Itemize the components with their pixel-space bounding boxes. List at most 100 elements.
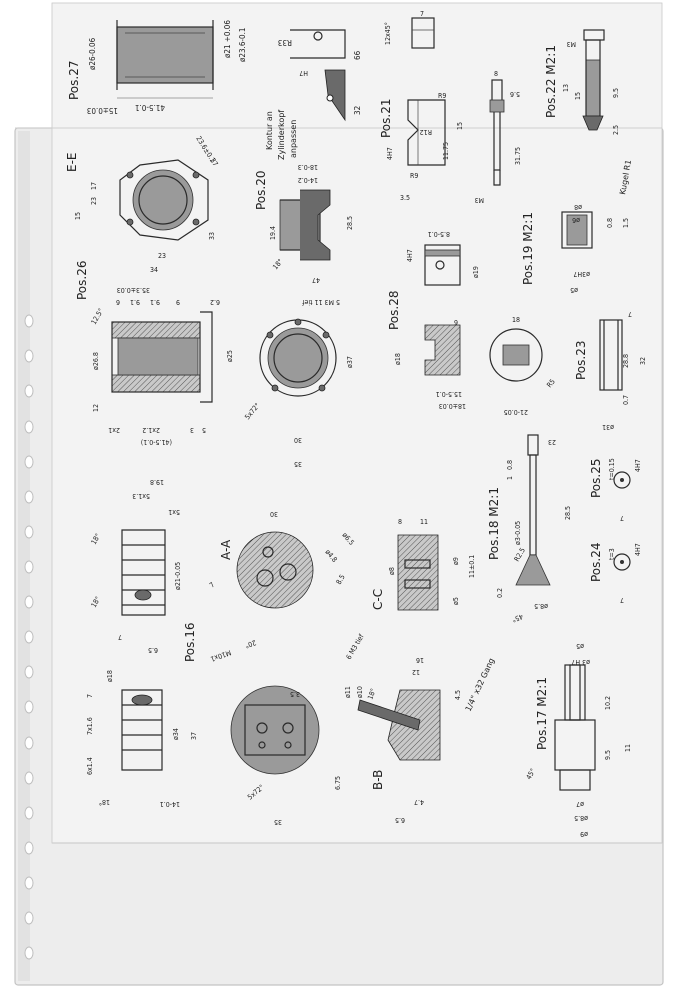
- svg-text:4H7: 4H7: [634, 543, 642, 556]
- svg-text:ø26.8: ø26.8: [92, 352, 100, 370]
- svg-text:ø8.5: ø8.5: [534, 602, 548, 610]
- svg-text:6.5: 6.5: [148, 646, 158, 654]
- svg-text:14-0.1: 14-0.1: [160, 800, 180, 808]
- svg-text:M3: M3: [567, 40, 576, 48]
- svg-text:5 M3 11 tief: 5 M3 11 tief: [301, 298, 340, 306]
- svg-text:ø19: ø19: [472, 266, 480, 278]
- svg-text:23: 23: [548, 438, 556, 446]
- svg-text:7: 7: [118, 633, 122, 641]
- part-pos26-flange: 5 M3 11 tief ø37 5x72° 30 35: [243, 298, 354, 468]
- label-aa: A-A: [219, 539, 233, 560]
- svg-text:ø31: ø31: [602, 423, 614, 431]
- svg-text:4H7: 4H7: [634, 459, 642, 472]
- svg-text:ø21-0.05: ø21-0.05: [174, 562, 182, 590]
- svg-text:18±0.03: 18±0.03: [439, 402, 466, 410]
- svg-text:(41.5-0.1): (41.5-0.1): [141, 438, 172, 446]
- svg-text:35: 35: [294, 460, 302, 468]
- part-pos25: Pos.25 t=0.15 4H7 7: [589, 458, 642, 522]
- svg-text:R12: R12: [420, 128, 432, 136]
- svg-text:0.2: 0.2: [496, 588, 504, 598]
- svg-text:ø25: ø25: [226, 350, 234, 362]
- svg-text:t=3: t=3: [608, 548, 616, 560]
- svg-text:18: 18: [512, 316, 520, 324]
- svg-text:8: 8: [494, 70, 498, 78]
- svg-text:18°: 18°: [99, 798, 110, 806]
- svg-text:ø10: ø10: [356, 686, 364, 698]
- svg-text:8.5-0.1: 8.5-0.1: [428, 230, 450, 238]
- svg-text:R9: R9: [438, 92, 446, 100]
- svg-text:9.5: 9.5: [604, 750, 612, 760]
- label-pos23: Pos.23: [574, 341, 588, 381]
- svg-text:3.5: 3.5: [400, 194, 410, 202]
- svg-text:5: 5: [202, 426, 206, 434]
- svg-text:15: 15: [574, 92, 582, 100]
- svg-text:H7: H7: [299, 69, 308, 77]
- svg-text:6: 6: [454, 318, 458, 326]
- svg-text:41.5-0.1: 41.5-0.1: [135, 103, 165, 112]
- svg-text:9.1: 9.1: [150, 298, 160, 306]
- svg-text:13: 13: [562, 84, 570, 92]
- label-cc: C-C: [371, 589, 385, 610]
- svg-text:4.7: 4.7: [414, 798, 424, 806]
- svg-text:9: 9: [176, 298, 180, 306]
- svg-text:0.8: 0.8: [506, 460, 514, 470]
- part-pos27: Pos.27 ø26-0.06 ø21 +0.06 ø23.6-0.1 41.5…: [67, 20, 247, 115]
- label-pos26: Pos.26: [75, 261, 89, 301]
- svg-text:ø5: ø5: [570, 286, 578, 294]
- svg-text:35.3±0.03: 35.3±0.03: [117, 286, 150, 294]
- svg-text:0.8: 0.8: [606, 218, 614, 228]
- label-pos16: Pos.16: [183, 623, 197, 663]
- svg-text:7x1.6: 7x1.6: [86, 717, 94, 735]
- label-ee: E-E: [65, 153, 79, 173]
- svg-text:1: 1: [506, 476, 514, 480]
- svg-text:28.8: 28.8: [622, 354, 630, 368]
- svg-text:28.5: 28.5: [564, 506, 572, 520]
- svg-text:15±0.03: 15±0.03: [87, 106, 118, 115]
- part-pos24: Pos.24 t=3 4H7 7: [589, 543, 642, 605]
- svg-text:7: 7: [620, 514, 624, 522]
- svg-text:6.5: 6.5: [395, 816, 405, 824]
- svg-text:12x45°: 12x45°: [384, 22, 392, 45]
- svg-text:45°: 45°: [511, 612, 524, 623]
- svg-text:ø3 H7: ø3 H7: [571, 658, 590, 666]
- svg-text:9.5: 9.5: [612, 88, 620, 98]
- part-pos16-cc: C-C 8 11 ø8 ø9 11±0.1 ø5: [371, 518, 476, 611]
- svg-text:6.75: 6.75: [334, 776, 342, 790]
- svg-text:8: 8: [398, 518, 402, 526]
- svg-text:t=0.15: t=0.15: [608, 458, 616, 480]
- svg-text:30: 30: [270, 510, 278, 518]
- svg-text:11: 11: [624, 744, 632, 752]
- svg-text:ø23.6-0.1: ø23.6-0.1: [238, 28, 247, 62]
- svg-text:31.75: 31.75: [514, 147, 522, 165]
- svg-text:ø11: ø11: [344, 686, 352, 698]
- svg-text:10.2: 10.2: [604, 696, 612, 710]
- label-pos27: Pos.27: [67, 61, 81, 101]
- svg-text:7: 7: [208, 581, 216, 590]
- svg-text:ø26-0.06: ø26-0.06: [88, 37, 97, 70]
- svg-text:15: 15: [74, 212, 82, 220]
- part-pos19: Pos.19 M2:1 ø8 ø6 0.8 1.5 ø3H7 ø5: [521, 203, 630, 294]
- punch-holes: [24, 314, 34, 960]
- svg-text:6x1.4: 6x1.4: [86, 757, 94, 775]
- label-pos19: Pos.19 M2:1: [521, 212, 535, 285]
- svg-text:1.5: 1.5: [622, 218, 630, 228]
- svg-text:18-0.3: 18-0.3: [298, 163, 318, 171]
- svg-text:12: 12: [92, 404, 100, 412]
- svg-text:3.5: 3.5: [290, 690, 300, 698]
- part-pos28: Pos.28 8.5-0.1 4H7 ø19 6 ø18 15.5-0.1 18…: [387, 230, 557, 416]
- svg-text:11: 11: [420, 518, 428, 526]
- svg-text:M3: M3: [475, 196, 484, 204]
- svg-text:21-0.05: 21-0.05: [504, 408, 528, 416]
- svg-text:32: 32: [353, 106, 362, 115]
- part-pos16-front: ø18 7 7x1.6 6x1.4 ø34 18° 14-0.1: [86, 670, 180, 808]
- svg-text:8.5: 8.5: [335, 573, 347, 586]
- svg-text:ø6: ø6: [572, 216, 580, 224]
- label-pos22: Pos.22 M2:1: [544, 45, 558, 118]
- part-pos23: Pos.23 7 28.8 32 0.7 ø31: [574, 310, 647, 431]
- label-pos21: Pos.21: [379, 99, 393, 139]
- svg-text:14-0.2: 14-0.2: [298, 176, 318, 184]
- label-pos25: Pos.25: [589, 459, 603, 499]
- svg-text:19.4: 19.4: [269, 226, 277, 240]
- svg-text:23: 23: [158, 252, 166, 260]
- svg-text:19.8: 19.8: [150, 478, 164, 486]
